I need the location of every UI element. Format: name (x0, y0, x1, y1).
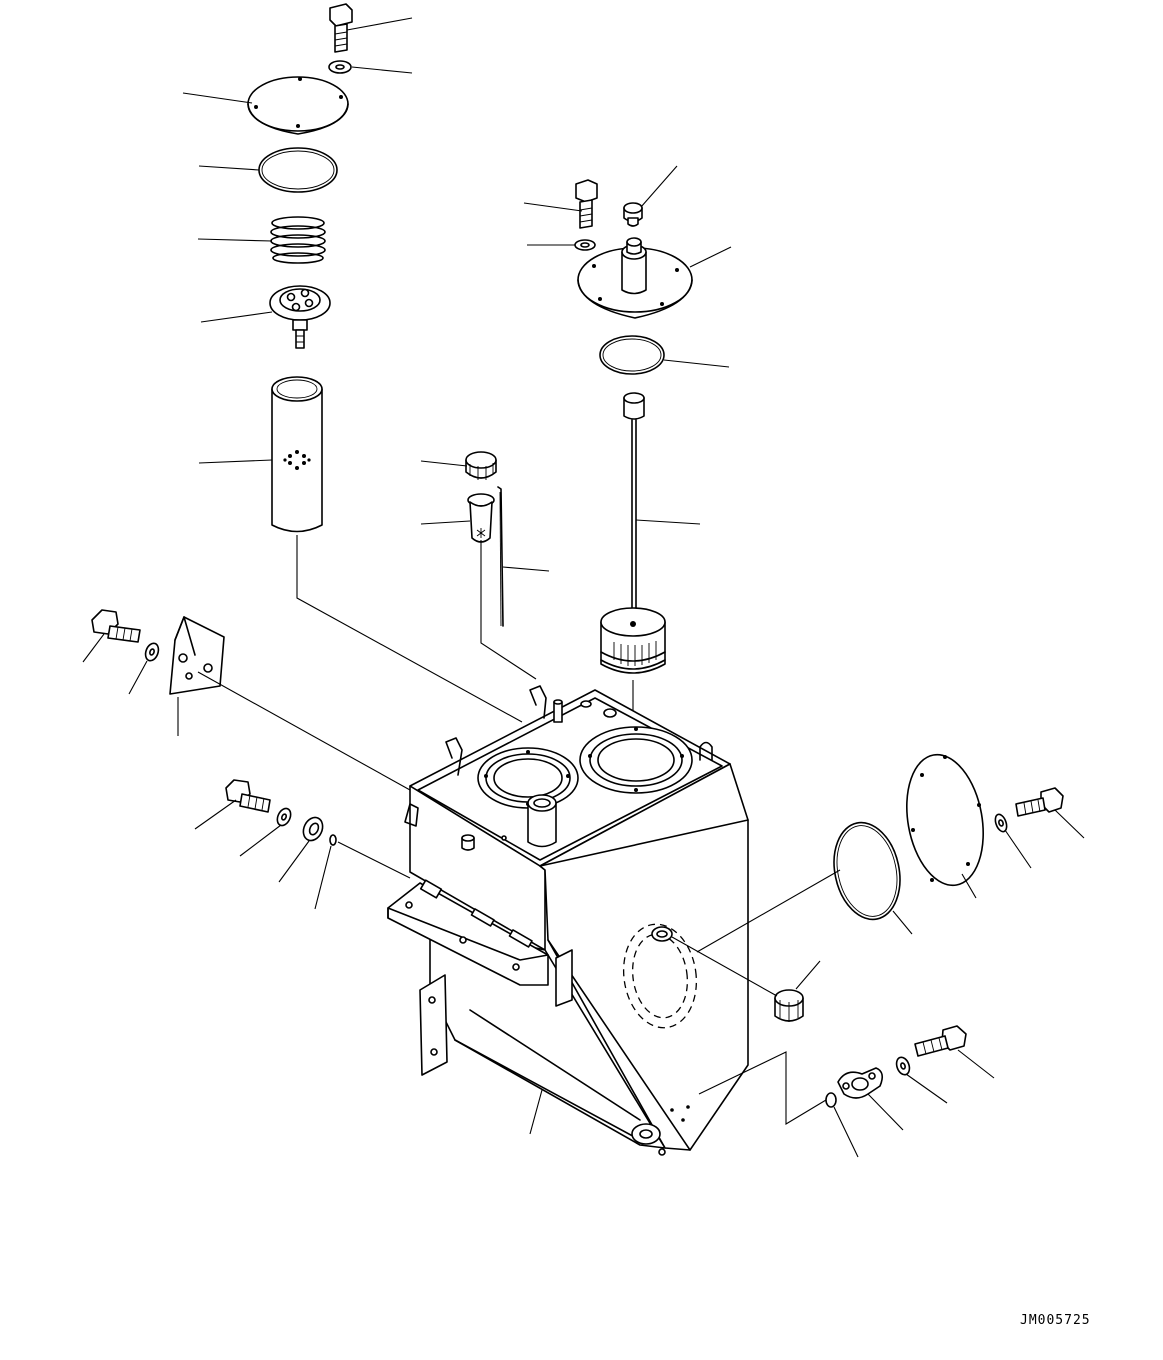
cover-plate[interactable] (248, 77, 348, 134)
leader-line (503, 567, 549, 571)
drain-washer-right[interactable] (894, 1055, 911, 1076)
filter-element[interactable] (272, 377, 322, 532)
leader-line (530, 1090, 542, 1134)
dipstick[interactable] (498, 487, 503, 626)
drain-bolt-right[interactable] (915, 1026, 966, 1056)
leader-line (183, 93, 252, 103)
alignment-line (297, 535, 522, 722)
bypass-valve[interactable] (270, 286, 330, 348)
drain-washer-left[interactable] (275, 806, 293, 827)
leader-line (199, 166, 259, 170)
alignment-line (697, 870, 840, 952)
alignment-line (198, 672, 410, 790)
leader-line (641, 166, 677, 207)
alignment-line (699, 1052, 826, 1124)
cover-o-ring[interactable] (600, 336, 664, 374)
drain-flange[interactable] (838, 1068, 882, 1098)
leader-line (636, 520, 700, 524)
gauge-float[interactable] (601, 608, 665, 673)
leader-line (421, 521, 470, 524)
top-bolt[interactable] (330, 4, 352, 52)
leader-line (198, 239, 272, 241)
drain-elbow-left[interactable] (300, 814, 326, 843)
drain-o-ring-right[interactable] (826, 1093, 836, 1107)
leader-line (195, 800, 236, 829)
hydraulic-tank[interactable] (388, 686, 748, 1155)
filler-cap[interactable] (466, 452, 496, 480)
alignment-line (338, 842, 410, 878)
side-washer[interactable] (993, 813, 1009, 833)
drain-bolt-left[interactable] (226, 780, 270, 812)
leader-line (129, 661, 147, 694)
leader-line (83, 634, 104, 662)
leader-line (962, 874, 976, 898)
leader-line (834, 1107, 858, 1157)
side-cover[interactable] (897, 749, 993, 892)
leader-line (240, 825, 281, 856)
leader-line (664, 360, 729, 367)
leader-line (201, 312, 272, 322)
leader-line (1005, 830, 1031, 868)
breather-plug[interactable] (624, 203, 642, 226)
alignment-line (672, 937, 777, 996)
leader-line (279, 841, 309, 882)
side-o-ring[interactable] (826, 816, 909, 925)
leader-line (796, 961, 820, 989)
o-ring[interactable] (259, 148, 337, 192)
leader-line (893, 911, 912, 934)
leader-line (199, 460, 272, 463)
drawing-code: JM005725 (1020, 1313, 1091, 1328)
side-bolt[interactable] (1016, 788, 1063, 816)
leader-line (347, 18, 412, 30)
washer[interactable] (329, 61, 351, 73)
leader-line (1055, 810, 1084, 838)
gauge-cover[interactable] (578, 238, 692, 318)
leader-line (352, 67, 412, 73)
filler-strainer[interactable] (468, 494, 494, 542)
mount-washer[interactable] (143, 641, 160, 662)
leader-line (421, 461, 467, 466)
level-gauge[interactable] (624, 393, 644, 615)
leader-line (524, 203, 582, 211)
leader-line (690, 247, 731, 267)
mount-bolt[interactable] (92, 610, 140, 642)
spring[interactable] (271, 217, 325, 263)
drain-plug[interactable] (775, 990, 803, 1022)
leader-line (958, 1050, 994, 1078)
leader-line (868, 1094, 903, 1130)
cover-bolt[interactable] (576, 180, 597, 228)
alignment-line (481, 540, 536, 679)
leader-line (906, 1074, 947, 1103)
side-bracket[interactable] (170, 617, 224, 694)
drain-o-ring-left[interactable] (330, 835, 336, 845)
cover-washer[interactable] (575, 240, 595, 250)
leader-line (315, 846, 331, 909)
